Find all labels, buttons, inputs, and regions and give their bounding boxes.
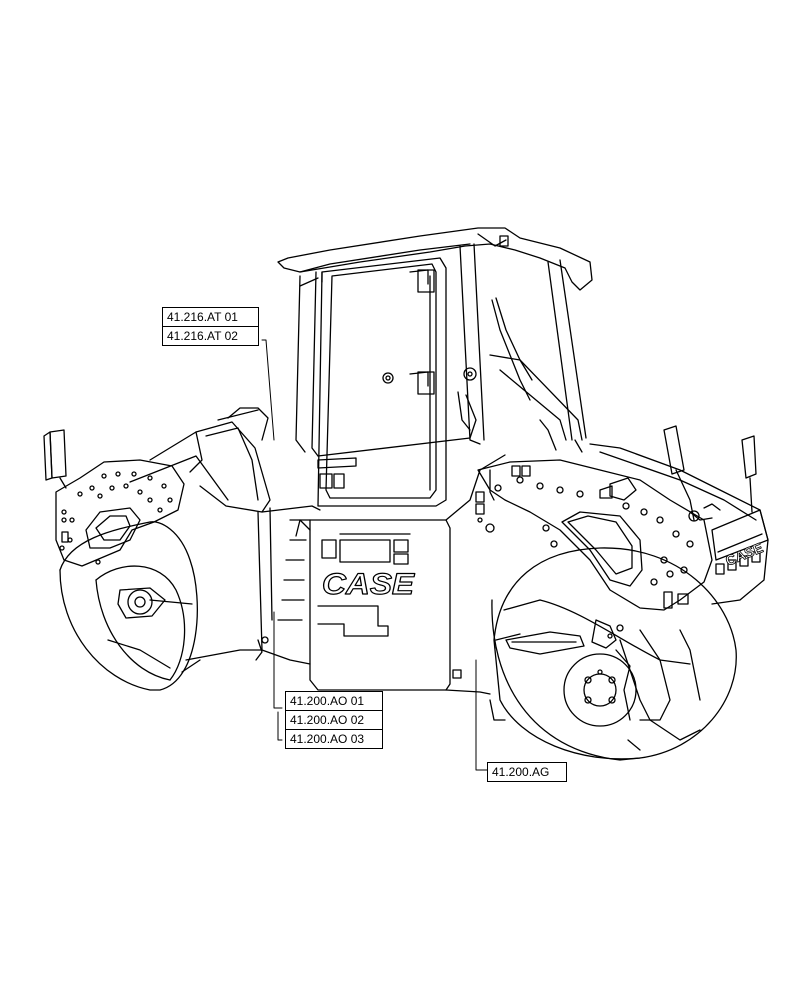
cab: [295, 243, 587, 507]
callout-frame-refs: 41.200.AO 01 41.200.AO 02 41.200.AO 03: [285, 691, 383, 749]
canopy-roof: [277, 227, 593, 291]
front-drum: [59, 521, 263, 691]
callout-label: 41.216.AT 02: [163, 326, 258, 345]
body-hood: [129, 407, 506, 721]
callout-rear-ref: 41.200.AG: [487, 762, 567, 782]
callout-cab-refs: 41.216.AT 01 41.216.AT 02: [162, 307, 259, 346]
callout-label: 41.200.AG: [492, 765, 550, 779]
callout-label: 41.200.AO 02: [286, 710, 382, 729]
callout-label: 41.200.AO 01: [290, 694, 365, 708]
rear-brand-decal: CASE: [723, 539, 765, 568]
front-yoke: [43, 429, 185, 567]
hood-brand-decal: CASE: [322, 568, 415, 601]
callout-label: 41.216.AT 01: [167, 310, 238, 324]
rear-yoke: [477, 459, 713, 611]
rear-drum: [491, 547, 737, 761]
callout-label: 41.200.AO 03: [286, 729, 382, 748]
leader-lines: [261, 339, 489, 771]
rear-hood: [589, 425, 769, 605]
